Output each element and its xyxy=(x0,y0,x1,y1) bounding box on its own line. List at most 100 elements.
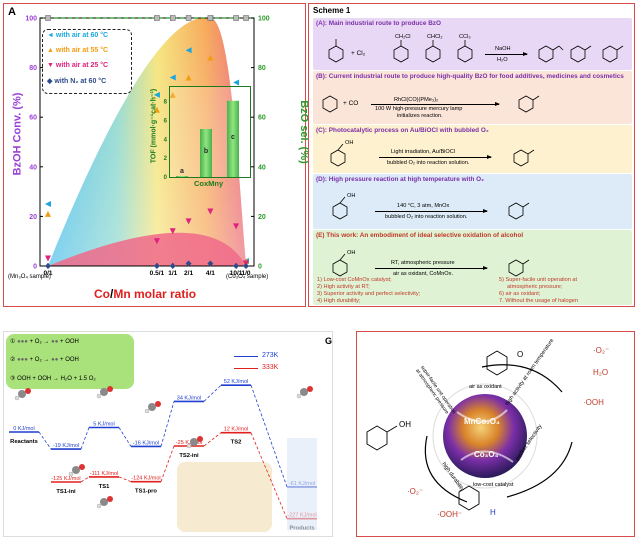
point-60c xyxy=(153,91,160,98)
level-273-connector xyxy=(80,427,90,450)
step-label: TS1-pro xyxy=(135,489,157,495)
conversion-area-shade xyxy=(48,17,246,266)
legend-273-line xyxy=(234,356,258,357)
legend-333-line xyxy=(234,368,258,369)
legend-item-n2: ◆ with N₂ at 60 °C xyxy=(47,78,107,85)
panel-g-label: G xyxy=(325,336,333,346)
point-55c xyxy=(169,91,176,98)
rxn-d-oh: OH xyxy=(347,193,356,199)
eq-3: ③ OOH + OOH → H₂O + 1.5 O₂ xyxy=(10,375,96,382)
molecule-h xyxy=(144,408,150,414)
molecule-atom xyxy=(100,498,108,506)
point-55c xyxy=(45,210,51,217)
eq-2: ② ●●● + O₂ → ●● + OOH xyxy=(10,356,79,363)
eq-1: ① ●●● + O₂ → ●● + OOH xyxy=(10,338,79,345)
point-25c xyxy=(207,208,214,215)
level-273-connector xyxy=(38,431,52,450)
eq-2-mol: ●●● xyxy=(17,357,28,363)
inset-bar-a xyxy=(176,176,188,177)
legend-item-55: ▲ with air at 55 °C xyxy=(47,47,109,54)
point-60c xyxy=(169,74,176,81)
eq-3-text: OOH + OOH → H₂O + 1.5 O₂ xyxy=(17,376,96,382)
step-label: TS2 xyxy=(231,440,242,446)
species-oh: OH xyxy=(399,420,411,429)
x-tick-label: 4/1 xyxy=(206,270,215,277)
features-right: 5) Super-facile unit operation at atmosp… xyxy=(499,277,578,305)
level-333-connector xyxy=(203,432,222,447)
section-d-heading: (D): High pressure reaction at high temp… xyxy=(316,176,484,183)
legend-273-label: 273K xyxy=(262,352,279,359)
point-55c xyxy=(185,74,192,81)
rxn-e-bottom: air as oxidant, CoMnOx. xyxy=(393,271,454,277)
level-273-connector xyxy=(160,401,175,447)
eq-2-rhs2: + OOH xyxy=(60,357,79,363)
panel-cycle: MnCo₂O₄ Co₃O₄ air as oxidant high activi… xyxy=(356,331,635,537)
y-left-tick-label: 0 xyxy=(33,264,37,271)
level-273-value: 0 KJ/mol xyxy=(13,426,34,432)
cycle-center-top: MnCo₂O₄ xyxy=(464,417,500,426)
inset-y-tick: 6 xyxy=(164,119,168,125)
molecule-atom xyxy=(72,466,80,474)
point-n2 xyxy=(45,263,51,269)
legend-333-label: 333K xyxy=(262,364,279,371)
point-n2 xyxy=(207,260,214,267)
molecule-atom xyxy=(18,390,26,398)
x-tick-label: 10/1 xyxy=(230,270,243,277)
section-b-heading: (B): Current industrial route to produce… xyxy=(316,73,624,80)
feature-2: 2) High activity at RT; xyxy=(317,284,370,290)
rxn-a-arrow-top: NaOH xyxy=(495,46,511,52)
level-273-value: 52 KJ/mol xyxy=(224,379,248,385)
y-left-tick-label: 40 xyxy=(29,164,37,171)
level-273-value: 5 KJ/mol xyxy=(93,422,114,428)
point-n2 xyxy=(243,263,249,269)
x-title-sep: / xyxy=(110,287,114,301)
legend-label-n2: with N₂ at 60 °C xyxy=(54,78,107,85)
inset-y-tick: 4 xyxy=(164,137,168,143)
rxn-b-arrow xyxy=(371,102,500,106)
feature-4: 4) High durability; xyxy=(317,298,361,304)
y-right-tick-label: 80 xyxy=(258,65,266,72)
species-h2o: H₂O xyxy=(593,368,609,377)
inset-bar-c xyxy=(227,100,239,177)
section-c-heading: (C): Photocatalytic process on Au/BiOCl … xyxy=(316,127,489,134)
eq-3-num: ③ xyxy=(10,376,16,382)
y-right-tick-label: 0 xyxy=(258,264,262,271)
point-n2 xyxy=(233,263,240,269)
y-left-tick-label: 20 xyxy=(29,214,37,221)
eq-2-num: ② xyxy=(10,357,16,363)
feature-3: 3) Superior activity and perfect selecti… xyxy=(317,291,421,297)
feature-5: 5) Super-facile unit operation at xyxy=(499,277,578,283)
point-n2 xyxy=(185,260,192,267)
tof-inset xyxy=(169,86,251,178)
level-333-value: -111 KJ/mol xyxy=(90,471,119,477)
molecule-h xyxy=(14,395,20,401)
legend-label-55: with air at 55 °C xyxy=(55,47,109,54)
legend-item-60: ◄ with air at 60 °C xyxy=(47,32,109,39)
chart-legend: ◄ with air at 60 °C ▲ with air at 55 °C … xyxy=(42,29,132,94)
molecule-oxygen xyxy=(107,496,113,502)
y-left-tick-label: 100 xyxy=(25,16,37,23)
point-60c xyxy=(185,47,192,54)
selectivity-point xyxy=(185,15,192,21)
eq-2-rhs1: + O₂ → xyxy=(29,357,50,363)
rxn-c-oh: OH xyxy=(345,140,354,146)
level-273-connector xyxy=(203,384,222,402)
molecule-atom xyxy=(300,388,308,396)
y-right-tick-label: 20 xyxy=(258,214,266,221)
point-25c xyxy=(153,238,160,245)
point-25c xyxy=(45,255,51,262)
feature-5b: atmospheric pressure; xyxy=(507,284,563,290)
x-note-right: (Co₃O₄ sample) xyxy=(226,274,269,280)
y-left-tick-label: 80 xyxy=(29,65,37,72)
inset-y-tick: 8 xyxy=(164,100,168,106)
x-tick-label: 1/1 xyxy=(168,270,177,277)
molecule-oxygen xyxy=(155,401,161,407)
catalytic-cycle xyxy=(366,350,573,511)
selectivity-point xyxy=(207,15,214,21)
inset-bar-label: a xyxy=(180,168,184,175)
species-o2-left: ·O₂⁻ xyxy=(407,487,424,496)
section-a-heading: (A): Main industrial route to produce Bz… xyxy=(316,20,441,27)
level-333-value: -25 KJ/mol xyxy=(176,440,202,446)
selectivity-point xyxy=(154,15,160,21)
